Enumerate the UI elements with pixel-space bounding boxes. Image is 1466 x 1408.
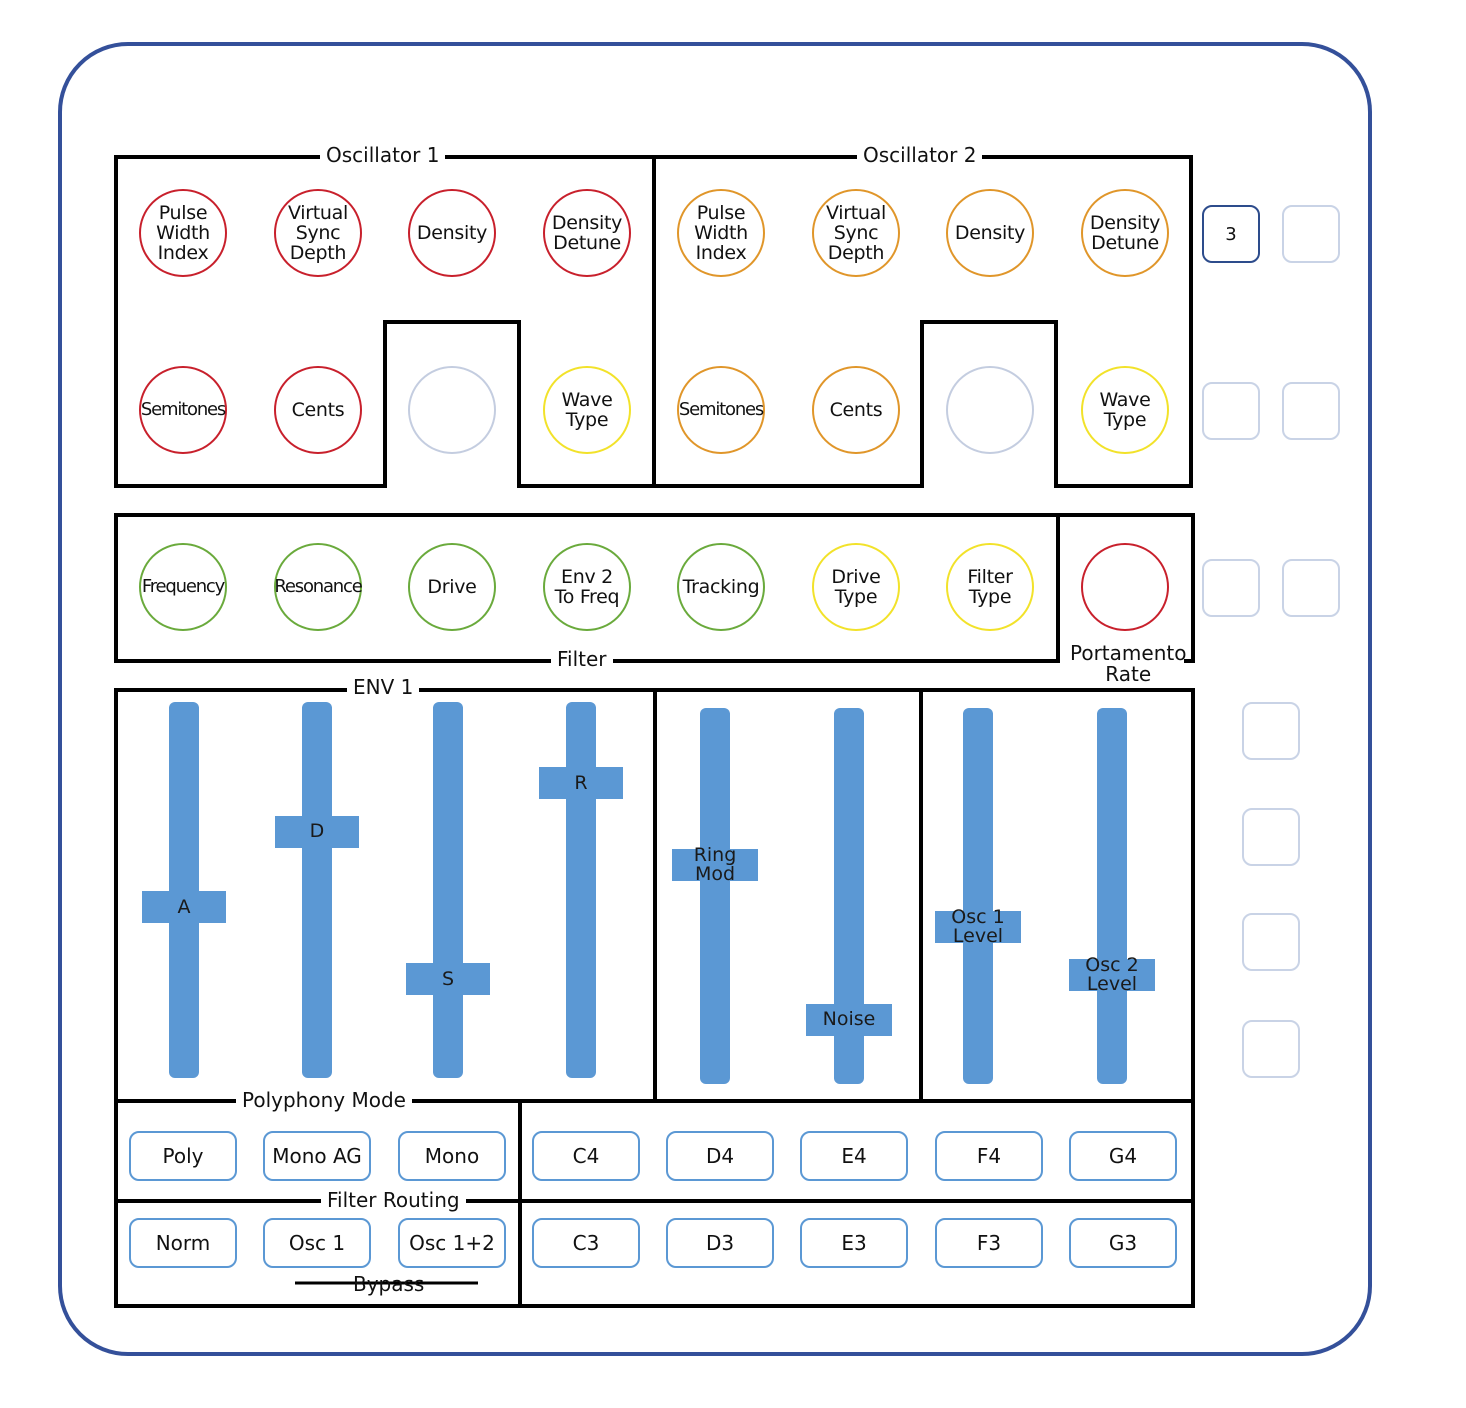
- osc2-density-knob[interactable]: Density: [946, 189, 1034, 277]
- osc2-wave-type-knob[interactable]: Wave Type: [1081, 366, 1169, 454]
- pad[interactable]: [1282, 382, 1340, 440]
- env1-sustain-slider-track[interactable]: [433, 702, 463, 1078]
- osc1-density-knob[interactable]: Density: [408, 189, 496, 277]
- mono-ag-button[interactable]: Mono AG: [263, 1131, 371, 1181]
- pad[interactable]: [1242, 702, 1300, 760]
- note-button-e4[interactable]: E4: [800, 1131, 908, 1181]
- env1-attack-slider-handle[interactable]: A: [142, 891, 226, 924]
- env1-title: ENV 1: [347, 676, 420, 698]
- mono-button[interactable]: Mono: [398, 1131, 506, 1181]
- pad[interactable]: [1202, 559, 1260, 617]
- note-button-d4[interactable]: D4: [666, 1131, 774, 1181]
- osc1-cents-knob[interactable]: Cents: [274, 366, 362, 454]
- osc2-cents-knob[interactable]: Cents: [812, 366, 900, 454]
- synth-panel: [58, 42, 1372, 1356]
- pad[interactable]: [1242, 808, 1300, 866]
- pad[interactable]: [1282, 205, 1340, 263]
- osc1-density-detune-knob[interactable]: Density Detune: [543, 189, 631, 277]
- osc1-routing-button[interactable]: Osc 1: [263, 1218, 371, 1268]
- pad-3[interactable]: 3: [1202, 205, 1260, 263]
- osc2-unassigned-knob[interactable]: [946, 366, 1034, 454]
- osc1-pulse-width-index-knob[interactable]: Pulse Width Index: [139, 189, 227, 277]
- osc12-routing-button[interactable]: Osc 1+2: [398, 1218, 506, 1268]
- osc1-semitones-knob[interactable]: Semitones: [139, 366, 227, 454]
- osc2-virtual-sync-depth-knob[interactable]: Virtual Sync Depth: [812, 189, 900, 277]
- portamento-rate-knob[interactable]: [1081, 543, 1169, 631]
- note-button-c4[interactable]: C4: [532, 1131, 640, 1181]
- osc1-level-slider-track[interactable]: [963, 708, 993, 1084]
- pad[interactable]: [1202, 382, 1260, 440]
- env1-release-slider-handle[interactable]: R: [539, 767, 623, 800]
- note-button-e3[interactable]: E3: [800, 1218, 908, 1268]
- oscillator2-title: Oscillator 2: [857, 144, 983, 166]
- osc1-wave-type-knob[interactable]: Wave Type: [543, 366, 631, 454]
- osc1-virtual-sync-depth-knob[interactable]: Virtual Sync Depth: [274, 189, 362, 277]
- filter-tracking-knob[interactable]: Tracking: [677, 543, 765, 631]
- env1-decay-slider-handle[interactable]: D: [275, 815, 359, 848]
- norm-button[interactable]: Norm: [129, 1218, 237, 1268]
- filter-frequency-knob[interactable]: Frequency: [139, 543, 227, 631]
- filter-routing-title: Filter Routing: [321, 1189, 466, 1211]
- note-button-f4[interactable]: F4: [935, 1131, 1043, 1181]
- osc1-unassigned-knob[interactable]: [408, 366, 496, 454]
- note-button-c3[interactable]: C3: [532, 1218, 640, 1268]
- pad[interactable]: [1242, 913, 1300, 971]
- filter-drive-knob[interactable]: Drive: [408, 543, 496, 631]
- osc2-level-slider-track[interactable]: [1097, 708, 1127, 1084]
- env1-release-slider-track[interactable]: [566, 702, 596, 1078]
- portamento-rate-label: Portamento Rate: [1070, 641, 1187, 686]
- env1-attack-slider-track[interactable]: [169, 702, 199, 1078]
- osc2-pulse-width-index-knob[interactable]: Pulse Width Index: [677, 189, 765, 277]
- note-button-f3[interactable]: F3: [935, 1218, 1043, 1268]
- filter-env2-to-freq-knob[interactable]: Env 2 To Freq: [543, 543, 631, 631]
- note-button-g4[interactable]: G4: [1069, 1131, 1177, 1181]
- poly-button[interactable]: Poly: [129, 1131, 237, 1181]
- osc2-semitones-knob[interactable]: Semitones: [677, 366, 765, 454]
- filter-type-knob[interactable]: Filter Type: [946, 543, 1034, 631]
- pad[interactable]: [1282, 559, 1340, 617]
- osc2-level-slider-handle[interactable]: Osc 2 Level: [1069, 956, 1155, 994]
- env1-sustain-slider-handle[interactable]: S: [406, 963, 490, 996]
- osc2-density-detune-knob[interactable]: Density Detune: [1081, 189, 1169, 277]
- filter-drive-type-knob[interactable]: Drive Type: [812, 543, 900, 631]
- filter-resonance-knob[interactable]: Resonance: [274, 543, 363, 631]
- env1-decay-slider-track[interactable]: [302, 702, 332, 1078]
- noise-slider-handle[interactable]: Noise: [806, 1003, 892, 1036]
- oscillator1-title: Oscillator 1: [320, 144, 446, 166]
- note-button-d3[interactable]: D3: [666, 1218, 774, 1268]
- ring-mod-slider-track[interactable]: [700, 708, 730, 1084]
- ring-mod-slider-handle[interactable]: Ring Mod: [672, 846, 758, 884]
- note-button-g3[interactable]: G3: [1069, 1218, 1177, 1268]
- bypass-title: Bypass: [353, 1272, 425, 1296]
- polyphony-mode-title: Polyphony Mode: [236, 1089, 412, 1111]
- pad[interactable]: [1242, 1020, 1300, 1078]
- filter-title: Filter: [551, 648, 613, 670]
- osc1-level-slider-handle[interactable]: Osc 1 Level: [935, 907, 1021, 945]
